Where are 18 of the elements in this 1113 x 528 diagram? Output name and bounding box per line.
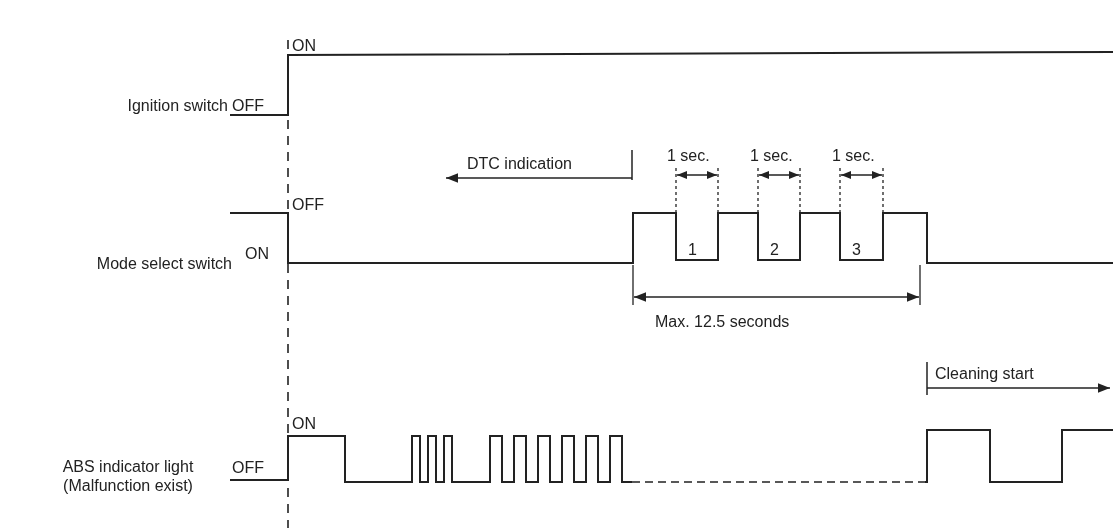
state-label: OFF xyxy=(232,96,264,115)
state-label: ON xyxy=(292,414,316,433)
duration-label: 1 sec. xyxy=(667,146,710,165)
duration-label: 1 sec. xyxy=(750,146,793,165)
signal-name: Mode select switch xyxy=(96,254,232,273)
state-label: ON xyxy=(292,36,316,55)
state-label: OFF xyxy=(292,195,324,214)
annotation-text: DTC indication xyxy=(467,154,572,173)
annotation-text: Cleaning start xyxy=(935,364,1034,383)
pulse-number: 2 xyxy=(770,240,779,259)
dimension-label: Max. 12.5 seconds xyxy=(655,312,790,331)
signal-name: ABS indicator light (Malfunction exist) xyxy=(61,457,195,495)
signal-name: Ignition switch xyxy=(127,96,228,115)
duration-label: 1 sec. xyxy=(832,146,875,165)
pulse-number: 3 xyxy=(852,240,861,259)
state-label: OFF xyxy=(232,458,264,477)
state-label: ON xyxy=(245,244,269,263)
pulse-number: 1 xyxy=(688,240,697,259)
